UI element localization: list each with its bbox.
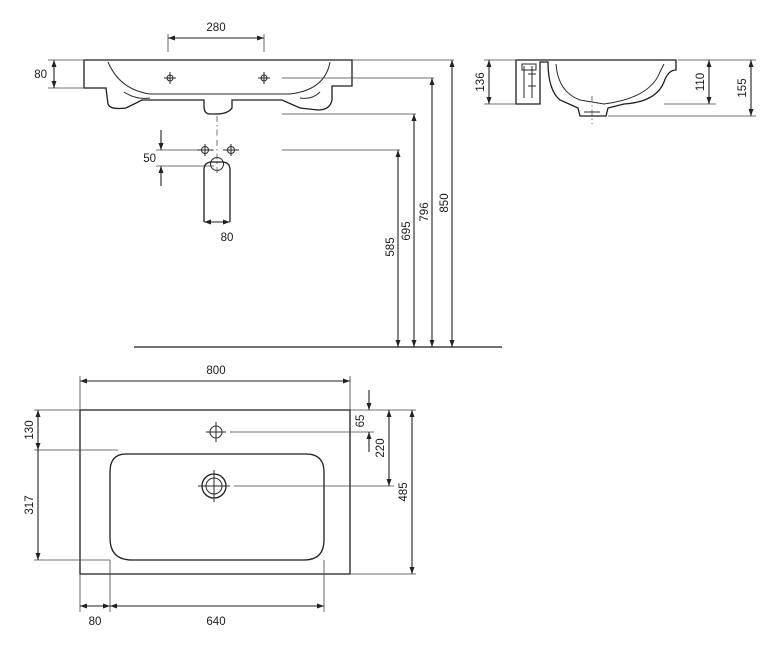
- dim-bowl-640: 640: [110, 560, 325, 628]
- dim-label-80-margin: 80: [89, 616, 102, 628]
- valve-left-icon: [197, 144, 213, 156]
- dim-label-280: 280: [206, 22, 225, 34]
- plan-bowl-outline: [109, 453, 325, 561]
- dim-label-155: 155: [737, 78, 749, 97]
- dim-label-220: 220: [375, 438, 387, 457]
- dim-side-110: 110: [664, 59, 716, 105]
- plan-outer-outline: [79, 409, 351, 575]
- dim-depth-130: 130: [24, 409, 118, 451]
- dim-label-110: 110: [695, 73, 707, 91]
- dim-label-80-trap: 80: [221, 232, 234, 244]
- dim-height-796: 796: [282, 77, 435, 347]
- tap-hole-left-icon: [164, 72, 176, 84]
- dim-basin-thickness: 80: [34, 59, 84, 89]
- dim-depth-220: 220: [234, 409, 394, 487]
- dim-height-695: 695: [282, 113, 417, 347]
- dim-tap-spacing: 280: [167, 22, 265, 52]
- dim-side-155: 155: [608, 59, 756, 117]
- waste-trap-outline: [203, 161, 231, 222]
- tap-hole-right-icon: [258, 72, 270, 84]
- dim-depth-485: 485: [350, 409, 416, 575]
- dim-offset-65: 65: [230, 390, 374, 452]
- dim-label-136: 136: [475, 72, 487, 91]
- basin-inner-contour-2: [123, 91, 321, 99]
- dim-label-796: 796: [419, 202, 431, 221]
- dim-label-695: 695: [401, 221, 413, 240]
- front-elevation-view: 280 80 50: [34, 22, 502, 348]
- dim-label-585: 585: [385, 237, 397, 256]
- dim-label-800: 800: [206, 365, 225, 377]
- dim-side-136: 136: [475, 59, 516, 105]
- dim-label-317: 317: [24, 495, 36, 514]
- side-section-outline: [515, 59, 677, 117]
- dim-margin-80: 80: [79, 560, 111, 628]
- dim-label-130: 130: [24, 420, 36, 439]
- dim-width-800: 800: [79, 365, 351, 410]
- side-section-inner: [523, 63, 665, 105]
- dim-label-80-thickness: 80: [34, 69, 47, 81]
- dim-label-65: 65: [355, 415, 367, 428]
- dim-label-50: 50: [143, 153, 156, 165]
- dim-depth-317: 317: [24, 450, 110, 561]
- tap-drop-detail: 50 80: [143, 130, 239, 244]
- dim-label-850: 850: [439, 193, 451, 212]
- dim-label-640: 640: [206, 616, 225, 628]
- side-section-view: 136 110 155: [475, 59, 756, 124]
- dim-height-585: 585: [282, 149, 401, 347]
- dim-label-485: 485: [398, 482, 410, 501]
- basin-inner-contour: [107, 61, 331, 95]
- plan-tap-hole-icon: [206, 422, 226, 442]
- basin-front-outline: [83, 59, 353, 115]
- plan-drain-icon: [198, 470, 230, 502]
- dim-height-850: 850: [352, 59, 455, 347]
- plan-view: 800 130 317 65: [24, 365, 416, 628]
- valve-right-icon: [223, 144, 239, 156]
